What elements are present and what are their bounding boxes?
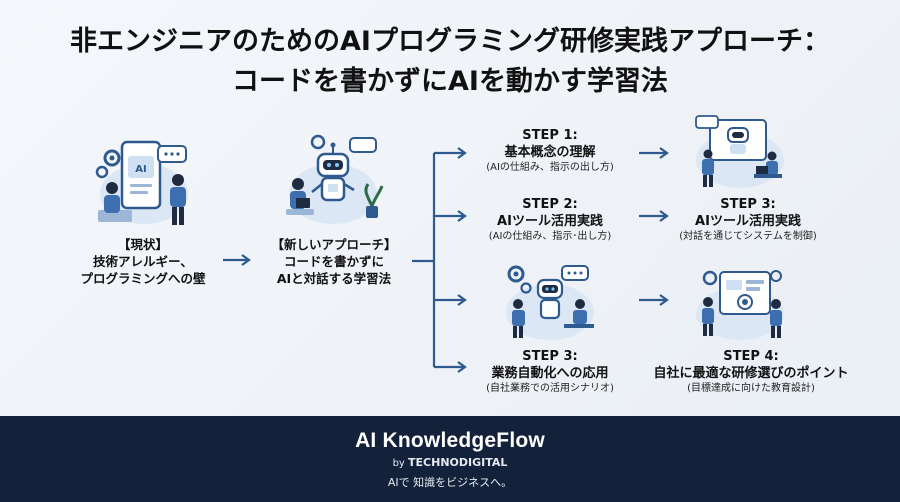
gear-icon xyxy=(770,270,782,282)
gear-icon xyxy=(103,149,121,167)
current-situation-label: 【現状】 技術アレルギー、 プログラミングへの壁 xyxy=(80,237,206,286)
step-3-control-illustration xyxy=(695,115,784,188)
arrow-right-icon xyxy=(223,254,251,266)
chat-bubble-icon xyxy=(157,145,187,163)
tagline: AIで 知識をビジネスへ。 xyxy=(387,476,513,489)
robot-icon xyxy=(727,127,749,154)
chat-bubble-icon xyxy=(695,115,719,129)
footer: AI KnowledgeFlow by TECHNODIGITAL AIで 知識… xyxy=(0,416,900,502)
step-3-control-label: STEP 3: AIツール活用実践 (対話を通じてシステムを制御) xyxy=(679,197,817,242)
robot-icon xyxy=(311,142,355,202)
gear-icon xyxy=(310,134,326,150)
page-title: 非エンジニアのためのAIプログラミング研修実践アプローチ： コードを書かずにAI… xyxy=(0,22,900,102)
step-3-automation-illustration xyxy=(506,265,594,340)
company-name: TECHNODIGITAL xyxy=(408,456,508,469)
chat-bubble-icon xyxy=(349,137,377,153)
chat-bubble-icon xyxy=(561,265,589,281)
target-icon xyxy=(737,294,753,310)
branch-connector xyxy=(412,147,467,373)
gear-icon xyxy=(702,270,718,286)
arrow-right-icon xyxy=(639,210,669,222)
step-4-illustration xyxy=(696,270,784,340)
brand-name: AI KnowledgeFlow xyxy=(355,429,545,452)
title-line-1: 非エンジニアのためのAIプログラミング研修実践アプローチ： xyxy=(70,26,830,57)
step-3-automation-label: STEP 3: 業務自動化への応用 (自社業務での活用シナリオ) xyxy=(486,349,614,394)
new-approach-label: 【新しいアプローチ】 コードを書かずに AIと対話する学習法 xyxy=(271,237,397,286)
gear-icon xyxy=(95,165,109,179)
title-line-2: コードを書かずにAIを動かす学習法 xyxy=(232,66,668,97)
new-approach-illustration xyxy=(286,134,384,224)
gear-icon xyxy=(520,282,532,294)
byline: by TECHNODIGITAL xyxy=(392,456,508,469)
step-4-label: STEP 4: 自社に最適な研修選びのポイント (目標達成に向けた教育設計) xyxy=(653,349,849,394)
current-situation-illustration: AI xyxy=(95,140,188,225)
plant-icon xyxy=(364,183,384,218)
svg-text:AI: AI xyxy=(135,164,146,175)
arrow-right-icon xyxy=(639,294,669,306)
robot-icon xyxy=(536,278,564,320)
arrow-right-icon xyxy=(639,147,669,159)
step-1-label: STEP 1: 基本概念の理解 (AIの仕組み、指示の出し方) xyxy=(486,128,614,173)
step-2-label: STEP 2: AIツール活用実践 (AIの仕組み、指示･出し方) xyxy=(488,197,612,242)
gear-icon xyxy=(507,265,525,283)
